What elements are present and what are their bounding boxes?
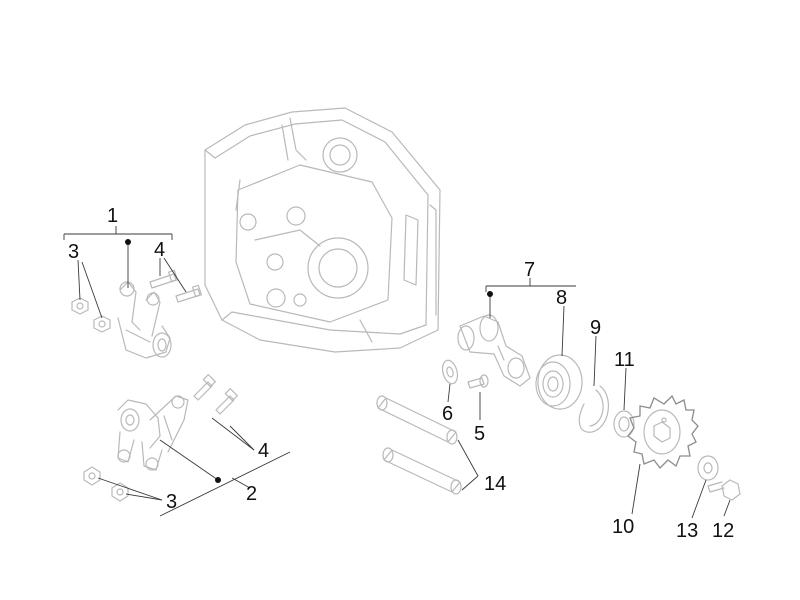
washer-11 xyxy=(613,410,635,438)
rocker-arm-assembly-1 xyxy=(117,281,172,359)
nut-3-upper-b xyxy=(93,315,111,333)
adjusting-screw-4-lower-a xyxy=(193,374,216,401)
callout-12: 12 xyxy=(712,520,734,542)
cylinder-head xyxy=(204,107,441,353)
nut-3-upper-a xyxy=(71,297,89,315)
leader-lines xyxy=(63,226,731,519)
snap-ring-9 xyxy=(578,385,609,433)
callout-13: 13 xyxy=(676,520,698,542)
callout-3-lower: 3 xyxy=(166,491,177,513)
camshaft-sprocket-10 xyxy=(627,394,699,469)
nut-3-lower-b xyxy=(111,482,129,502)
rocker-shaft-pins-14 xyxy=(376,395,462,495)
callout-4-lower: 4 xyxy=(258,440,269,462)
adjusting-screw-4-lower-b xyxy=(215,388,238,415)
callout-8: 8 xyxy=(556,287,567,309)
washer-13 xyxy=(697,455,719,481)
callout-5: 5 xyxy=(474,423,485,445)
screw-5 xyxy=(467,374,489,389)
nut-3-lower-a xyxy=(83,466,101,486)
adjusting-screw-4-upper-b xyxy=(175,284,202,303)
callout-11: 11 xyxy=(614,349,635,371)
adjusting-screw-4-upper-a xyxy=(149,269,178,289)
callout-3-upper: 3 xyxy=(68,241,79,263)
bearing-8 xyxy=(535,354,583,410)
camshaft-7 xyxy=(457,314,531,387)
callout-14: 14 xyxy=(484,473,506,495)
rocker-arm-assembly-2 xyxy=(117,395,189,471)
callout-1: 1 xyxy=(107,205,118,227)
group-dot-2 xyxy=(215,477,221,483)
callout-10: 10 xyxy=(612,516,634,538)
callout-9: 9 xyxy=(590,317,601,339)
callout-6: 6 xyxy=(442,403,453,425)
group-dot-7 xyxy=(487,291,493,297)
callout-7: 7 xyxy=(524,259,535,281)
washer-6 xyxy=(441,359,459,385)
callout-2: 2 xyxy=(246,483,257,505)
bolt-12 xyxy=(707,479,741,501)
group-dot-1 xyxy=(125,239,131,245)
callout-4-upper: 4 xyxy=(154,239,165,261)
